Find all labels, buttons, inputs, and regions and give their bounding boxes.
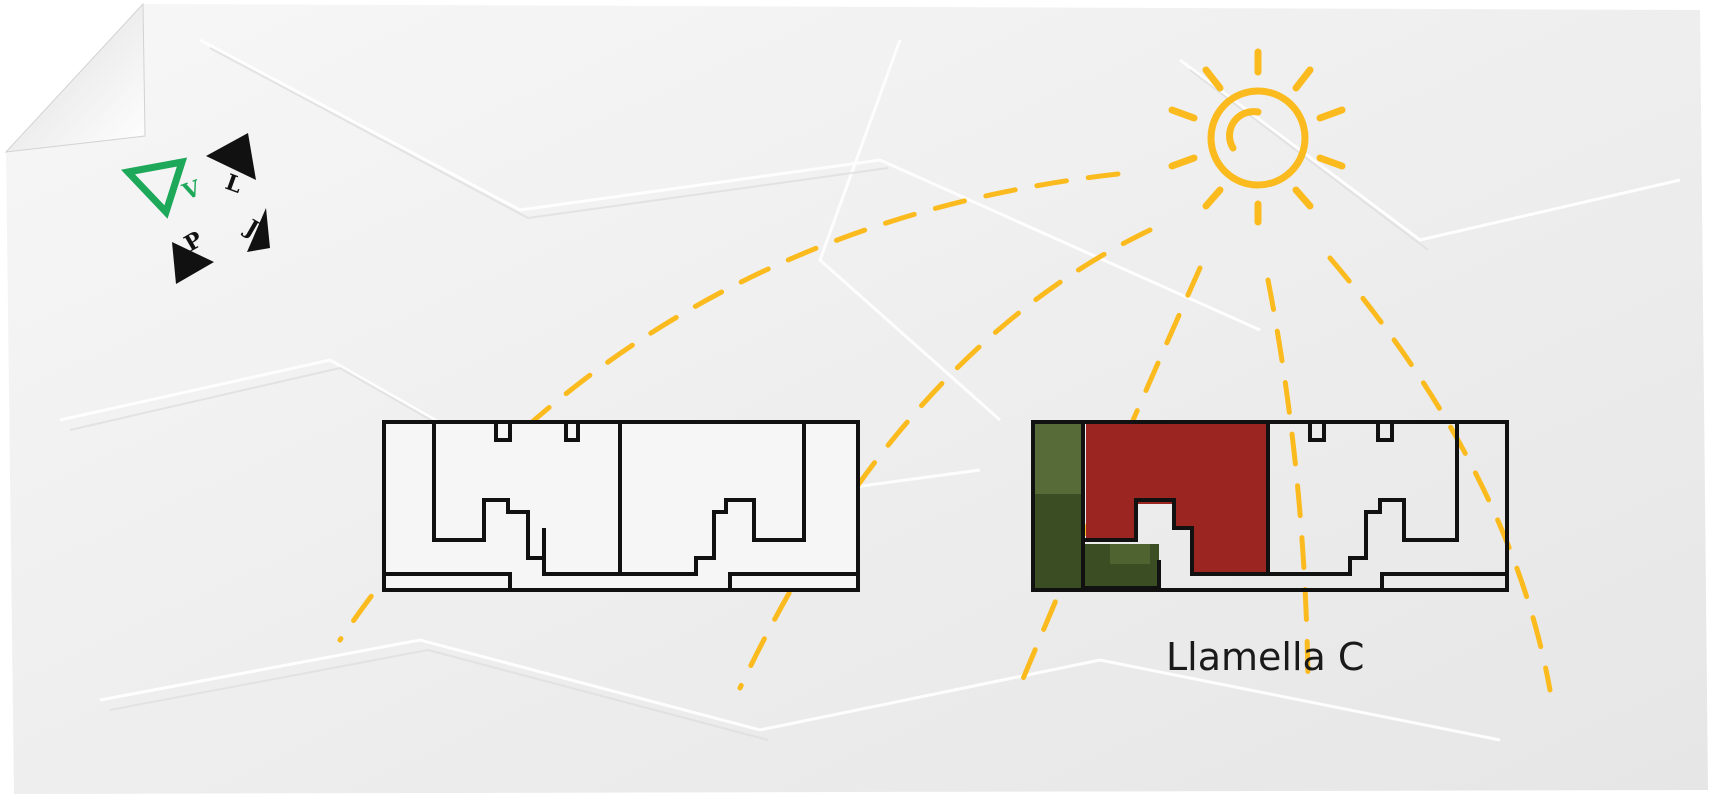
- sun-ray-4: [1265, 277, 1311, 683]
- sun-ray-5: [1327, 255, 1553, 693]
- paper-curl: [4, 2, 146, 153]
- building-left: [382, 420, 860, 592]
- paper-background: [4, 2, 1708, 794]
- logo-triangle-accent: [121, 157, 188, 219]
- sun-ray-2: [737, 227, 1153, 691]
- building-label: Llamella C: [1166, 635, 1364, 679]
- logo-triangle-right: [247, 208, 270, 252]
- paper-sheet: [6, 4, 1708, 794]
- building-right: [1031, 420, 1509, 592]
- logo-triangle-top: [206, 133, 256, 180]
- building-green-base-light: [1110, 544, 1150, 564]
- sun-icon: [1168, 48, 1346, 226]
- logo-triangle-bottom: [172, 242, 214, 284]
- building-green-zone-light: [1033, 424, 1083, 494]
- building-red-zone: [1086, 424, 1268, 574]
